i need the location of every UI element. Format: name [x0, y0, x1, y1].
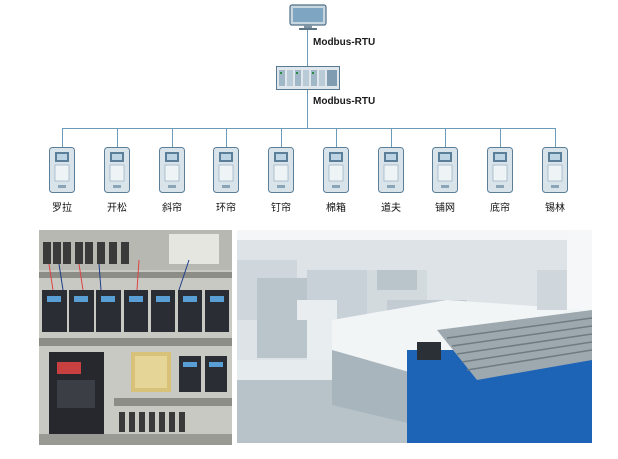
inverter-drive-icon: [159, 147, 185, 193]
drop-line: [555, 128, 556, 147]
inverter-drive-icon: [378, 147, 404, 193]
hmi-to-plc-line: [307, 30, 308, 66]
drop-line: [117, 128, 118, 147]
drop-line: [445, 128, 446, 147]
drop-line: [281, 128, 282, 147]
drive-label: 罗拉: [52, 203, 72, 214]
plc-to-bus-line: [307, 90, 308, 128]
control-cabinet-photo: [39, 230, 232, 445]
drop-line: [172, 128, 173, 147]
factory-machine-photo: [237, 230, 592, 443]
drive-label: 铺网: [435, 203, 455, 214]
inverter-drive-icon: [49, 147, 75, 193]
inverter-drive-icon: [104, 147, 130, 193]
drive-label: 底帘: [490, 203, 510, 214]
drive-label: 环帘: [216, 203, 236, 214]
drive-label: 斜帘: [162, 203, 182, 214]
drop-line: [500, 128, 501, 147]
drive-label: 棉箱: [326, 203, 346, 214]
upper-protocol-label: Modbus-RTU: [313, 37, 376, 48]
drop-line: [336, 128, 337, 147]
plc-controller-icon: [276, 66, 340, 90]
drive-label: 道夫: [381, 203, 401, 214]
drive-label: 锡林: [545, 203, 565, 214]
drive-label: 钉帘: [271, 203, 291, 214]
drive-label: 开松: [107, 203, 127, 214]
lower-protocol-label: Modbus-RTU: [313, 96, 376, 107]
drop-line: [226, 128, 227, 147]
inverter-drive-icon: [268, 147, 294, 193]
drop-line: [391, 128, 392, 147]
inverter-drive-icon: [213, 147, 239, 193]
inverter-drive-icon: [542, 147, 568, 193]
inverter-drive-icon: [432, 147, 458, 193]
bus-line: [62, 128, 555, 129]
hmi-monitor-icon: [289, 4, 327, 30]
drop-line: [62, 128, 63, 147]
inverter-drive-icon: [323, 147, 349, 193]
inverter-drive-icon: [487, 147, 513, 193]
